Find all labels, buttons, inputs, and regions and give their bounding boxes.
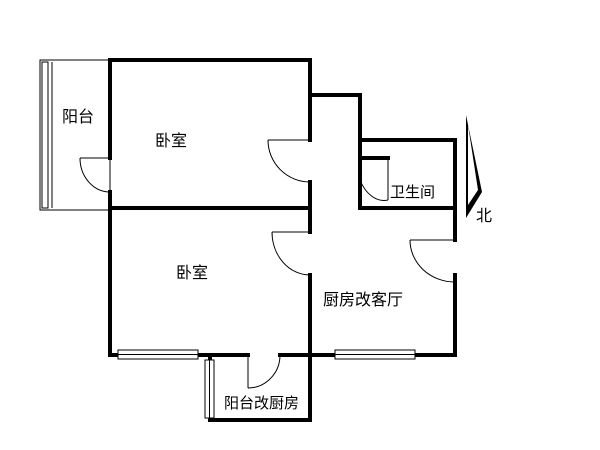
room-label-balcony-kitchen: 阳台改厨房 [224, 394, 299, 412]
door-entry [409, 239, 456, 283]
room-label-bedroom-top: 卧室 [155, 131, 187, 150]
door-bathroom [359, 158, 389, 201]
door-balcony [79, 157, 111, 193]
balcony-left-enclosure [39, 59, 111, 211]
walls [108, 58, 457, 422]
door-bedroom-bottom [271, 231, 311, 276]
door-bedroom-top [267, 139, 311, 183]
windows [117, 349, 416, 419]
room-label-living: 厨房改客厅 [323, 290, 403, 309]
door-balcony-kitchen [247, 354, 281, 389]
room-label-bathroom: 卫生间 [390, 183, 435, 201]
room-label-bedroom-bottom: 卧室 [176, 263, 208, 282]
doors [79, 139, 456, 389]
compass-north-label: 北 [476, 206, 492, 225]
north-arrow [466, 115, 482, 218]
room-label-balcony: 阳台 [62, 107, 94, 126]
